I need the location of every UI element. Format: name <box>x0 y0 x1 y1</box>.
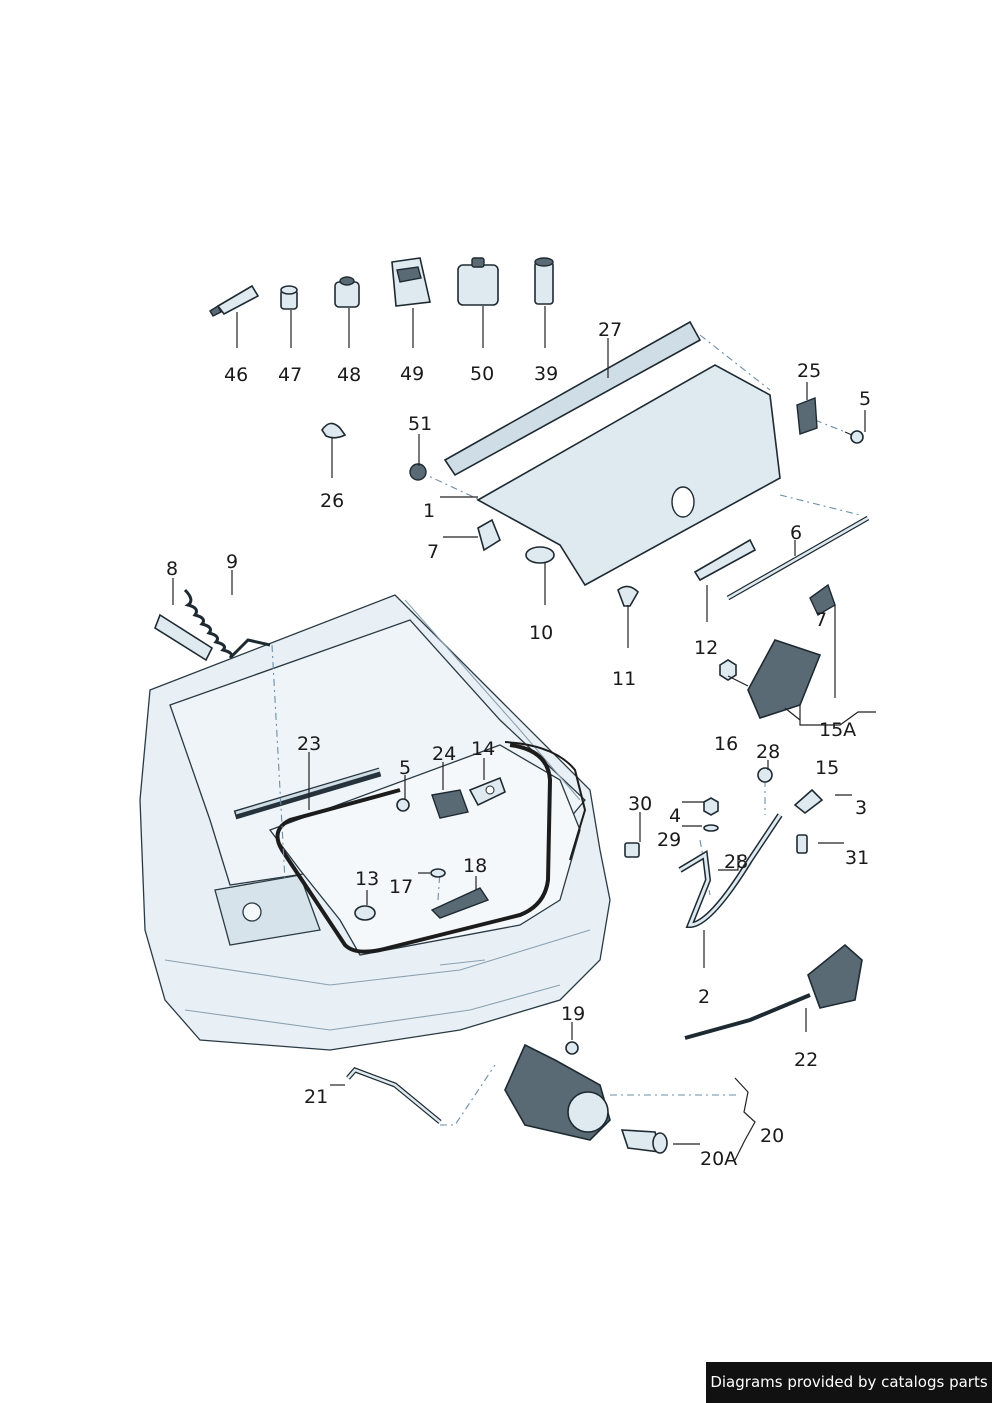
part-19-screw <box>565 1041 579 1055</box>
footer-credit: Diagrams provided by catalogs parts <box>706 1362 992 1403</box>
callout-24: 24 <box>432 743 456 765</box>
callout-39: 39 <box>534 363 558 385</box>
part-51-grommet <box>409 463 427 481</box>
part-49-bracket <box>391 257 431 307</box>
callout-31: 31 <box>845 847 869 869</box>
part-13-cap <box>354 905 376 921</box>
callout-50: 50 <box>470 363 494 385</box>
callout-22: 22 <box>794 1049 818 1071</box>
callout-20A: 20A <box>700 1148 737 1170</box>
callout-10: 10 <box>529 622 553 644</box>
part-10-stop <box>525 546 555 564</box>
callout-2: 2 <box>698 986 710 1008</box>
callout-5-top: 5 <box>859 388 871 410</box>
part-25-cover <box>796 397 818 435</box>
part-30-clip <box>624 842 640 858</box>
part-26-clip <box>321 422 347 439</box>
part-15A-lock <box>747 639 822 719</box>
callout-28-top: 28 <box>756 741 780 763</box>
part-31-pin <box>796 834 808 854</box>
callout-30: 30 <box>628 793 652 815</box>
part-2-cable <box>678 813 783 929</box>
callout-21: 21 <box>304 1086 328 1108</box>
callout-18: 18 <box>463 855 487 877</box>
callout-25: 25 <box>797 360 821 382</box>
part-1-trunk-lid <box>476 364 781 587</box>
callout-20: 20 <box>760 1125 784 1147</box>
part-29-washer <box>703 824 719 832</box>
part-39-cylinder <box>534 257 554 305</box>
callout-15: 15 <box>815 757 839 779</box>
callout-51: 51 <box>408 413 432 435</box>
callout-26: 26 <box>320 490 344 512</box>
callout-9: 9 <box>226 551 238 573</box>
callout-15A: 15A <box>819 719 856 741</box>
callout-4: 4 <box>669 805 681 827</box>
callout-12: 12 <box>694 637 718 659</box>
part-7-buffer-left <box>477 518 501 552</box>
callout-7-left: 7 <box>427 541 439 563</box>
part-11-plug <box>617 585 639 607</box>
part-4-nut <box>703 797 719 816</box>
callout-27: 27 <box>598 319 622 341</box>
callout-13: 13 <box>355 868 379 890</box>
part-48-buffer <box>334 276 360 308</box>
part-9-spring <box>183 588 271 660</box>
callout-28-bottom: 28 <box>724 851 748 873</box>
part-46-adhesive-tube <box>209 284 260 317</box>
callout-3: 3 <box>855 797 867 819</box>
callout-48: 48 <box>337 364 361 386</box>
part-16-nut <box>719 659 737 681</box>
callout-5-mid: 5 <box>399 757 411 779</box>
callout-29: 29 <box>657 829 681 851</box>
part-5-screw-mid <box>396 798 410 812</box>
callout-19: 19 <box>561 1003 585 1025</box>
callout-14: 14 <box>471 738 495 760</box>
callout-47: 47 <box>278 364 302 386</box>
part-20A-cylinder <box>620 1129 668 1154</box>
part-20-lock-housing <box>504 1043 611 1141</box>
part-8-pad <box>154 613 214 662</box>
part-18-striker <box>430 887 490 919</box>
callout-1: 1 <box>423 500 435 522</box>
leader-lines <box>172 306 876 1161</box>
callout-17: 17 <box>389 876 413 898</box>
part-15-bracket <box>793 788 824 815</box>
callout-11: 11 <box>612 668 636 690</box>
callout-6: 6 <box>790 522 802 544</box>
part-47-cap <box>280 285 298 310</box>
part-17-screw <box>430 868 446 878</box>
callout-49: 49 <box>400 363 424 385</box>
part-6-rod <box>726 515 870 601</box>
callout-7-right: 7 <box>815 609 827 631</box>
part-22-actuator <box>684 943 863 1040</box>
callout-16: 16 <box>714 733 738 755</box>
part-5-bolt-top <box>844 430 864 444</box>
part-28-screw-top <box>757 767 773 783</box>
part-14-plate <box>468 776 506 807</box>
callout-23: 23 <box>297 733 321 755</box>
part-12-handle <box>693 538 757 582</box>
callout-8: 8 <box>166 558 178 580</box>
car-body <box>139 594 611 1051</box>
part-24-hinge <box>431 789 469 819</box>
callout-labels: 46 47 48 49 50 39 27 25 5 51 26 1 7 6 10… <box>166 319 871 1170</box>
part-50-container <box>457 257 499 306</box>
callout-46: 46 <box>224 364 248 386</box>
seal-lines <box>233 741 587 954</box>
part-21-rod <box>346 1067 442 1124</box>
